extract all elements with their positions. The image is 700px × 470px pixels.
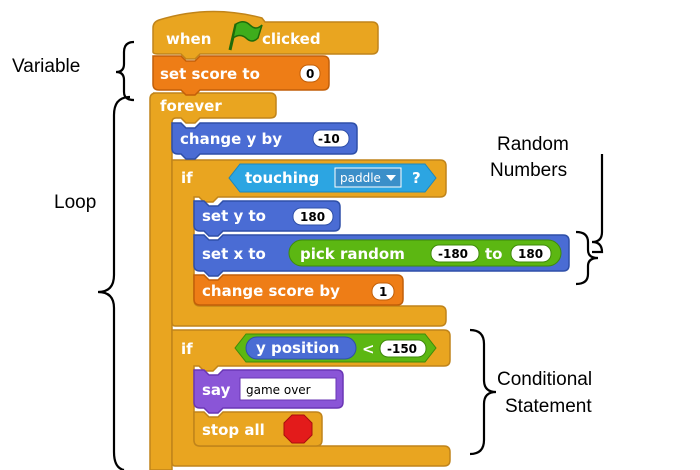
if-touching-block[interactable]: if touching paddle ? <box>171 159 447 327</box>
if-label-2: if <box>181 340 193 358</box>
paddle-dropdown[interactable] <box>334 167 402 188</box>
conditional-brace <box>469 328 497 456</box>
pick-random-operator-block[interactable]: pick random -180 to 180 <box>288 239 562 267</box>
variable-brace <box>115 40 135 102</box>
set-y-block[interactable]: set y to 180 <box>193 200 341 237</box>
set-x-block[interactable]: set x to pick random -180 to 180 <box>193 234 570 277</box>
pick-random-label: pick random <box>300 245 405 263</box>
when-flag-clicked-hat-block[interactable]: when clicked <box>152 10 379 60</box>
set-y-label: set y to <box>202 207 266 225</box>
forever-block[interactable]: forever <box>149 92 277 470</box>
change-y-label: change y by <box>180 130 282 148</box>
say-text-input[interactable] <box>239 377 337 401</box>
touching-question: ? <box>412 169 421 187</box>
stop-sign-icon <box>283 414 313 444</box>
random-numbers-bracket <box>591 154 604 254</box>
set-score-block[interactable]: set score to 0 <box>152 55 330 96</box>
paddle-dropdown-value: paddle <box>340 171 381 185</box>
change-y-value: -10 <box>318 132 340 146</box>
stop-all-block[interactable]: stop all <box>193 411 323 447</box>
y-threshold-input[interactable] <box>379 339 427 358</box>
random-to-input[interactable] <box>510 244 552 263</box>
set-score-label: set score to <box>160 65 260 83</box>
change-score-block[interactable]: change score by 1 <box>193 274 404 306</box>
change-y-input[interactable] <box>312 129 350 148</box>
say-label: say <box>202 381 231 399</box>
say-block[interactable]: say game over <box>193 369 344 414</box>
forever-label: forever <box>160 97 222 115</box>
set-y-value: 180 <box>300 210 325 224</box>
random-annotation-line1: Random <box>497 134 569 155</box>
if-label: if <box>181 169 193 187</box>
y-position-label: y position <box>256 339 339 357</box>
random-numbers-brace <box>575 230 599 286</box>
change-score-value: 1 <box>379 285 387 299</box>
say-text-value: game over <box>246 383 311 397</box>
loop-annotation: Loop <box>54 192 96 213</box>
touching-sensing-block[interactable]: touching paddle ? <box>228 163 437 193</box>
clicked-label: clicked <box>262 30 321 48</box>
loop-brace <box>97 95 131 470</box>
stop-all-label: stop all <box>202 421 265 439</box>
when-label: when <box>166 30 211 48</box>
random-from-input[interactable] <box>430 244 480 263</box>
conditional-annotation-line1: Conditional <box>497 369 592 390</box>
change-score-label: change score by <box>202 282 340 300</box>
if-position-block[interactable]: if y position < -150 <box>171 329 451 467</box>
set-y-input[interactable] <box>292 207 334 226</box>
dropdown-arrow-icon[interactable] <box>386 175 396 181</box>
score-value-input[interactable] <box>299 64 321 83</box>
conditional-annotation-line2: Statement <box>505 396 592 417</box>
random-to-label: to <box>485 245 502 263</box>
random-to-value: 180 <box>518 247 543 261</box>
random-from-value: -180 <box>438 247 468 261</box>
y-position-reporter[interactable]: y position <box>245 336 357 360</box>
change-score-input[interactable] <box>371 282 395 301</box>
change-y-block[interactable]: change y by -10 <box>171 122 358 160</box>
touching-label: touching <box>245 169 319 187</box>
score-value: 0 <box>306 67 314 81</box>
variable-annotation: Variable <box>12 56 80 77</box>
random-annotation-line2: Numbers <box>490 160 567 181</box>
less-than-symbol: < <box>362 340 375 358</box>
set-x-label: set x to <box>202 245 266 263</box>
y-threshold-value: -150 <box>387 342 417 356</box>
green-flag-icon <box>228 21 263 51</box>
less-than-operator-block[interactable]: y position < -150 <box>234 333 437 363</box>
